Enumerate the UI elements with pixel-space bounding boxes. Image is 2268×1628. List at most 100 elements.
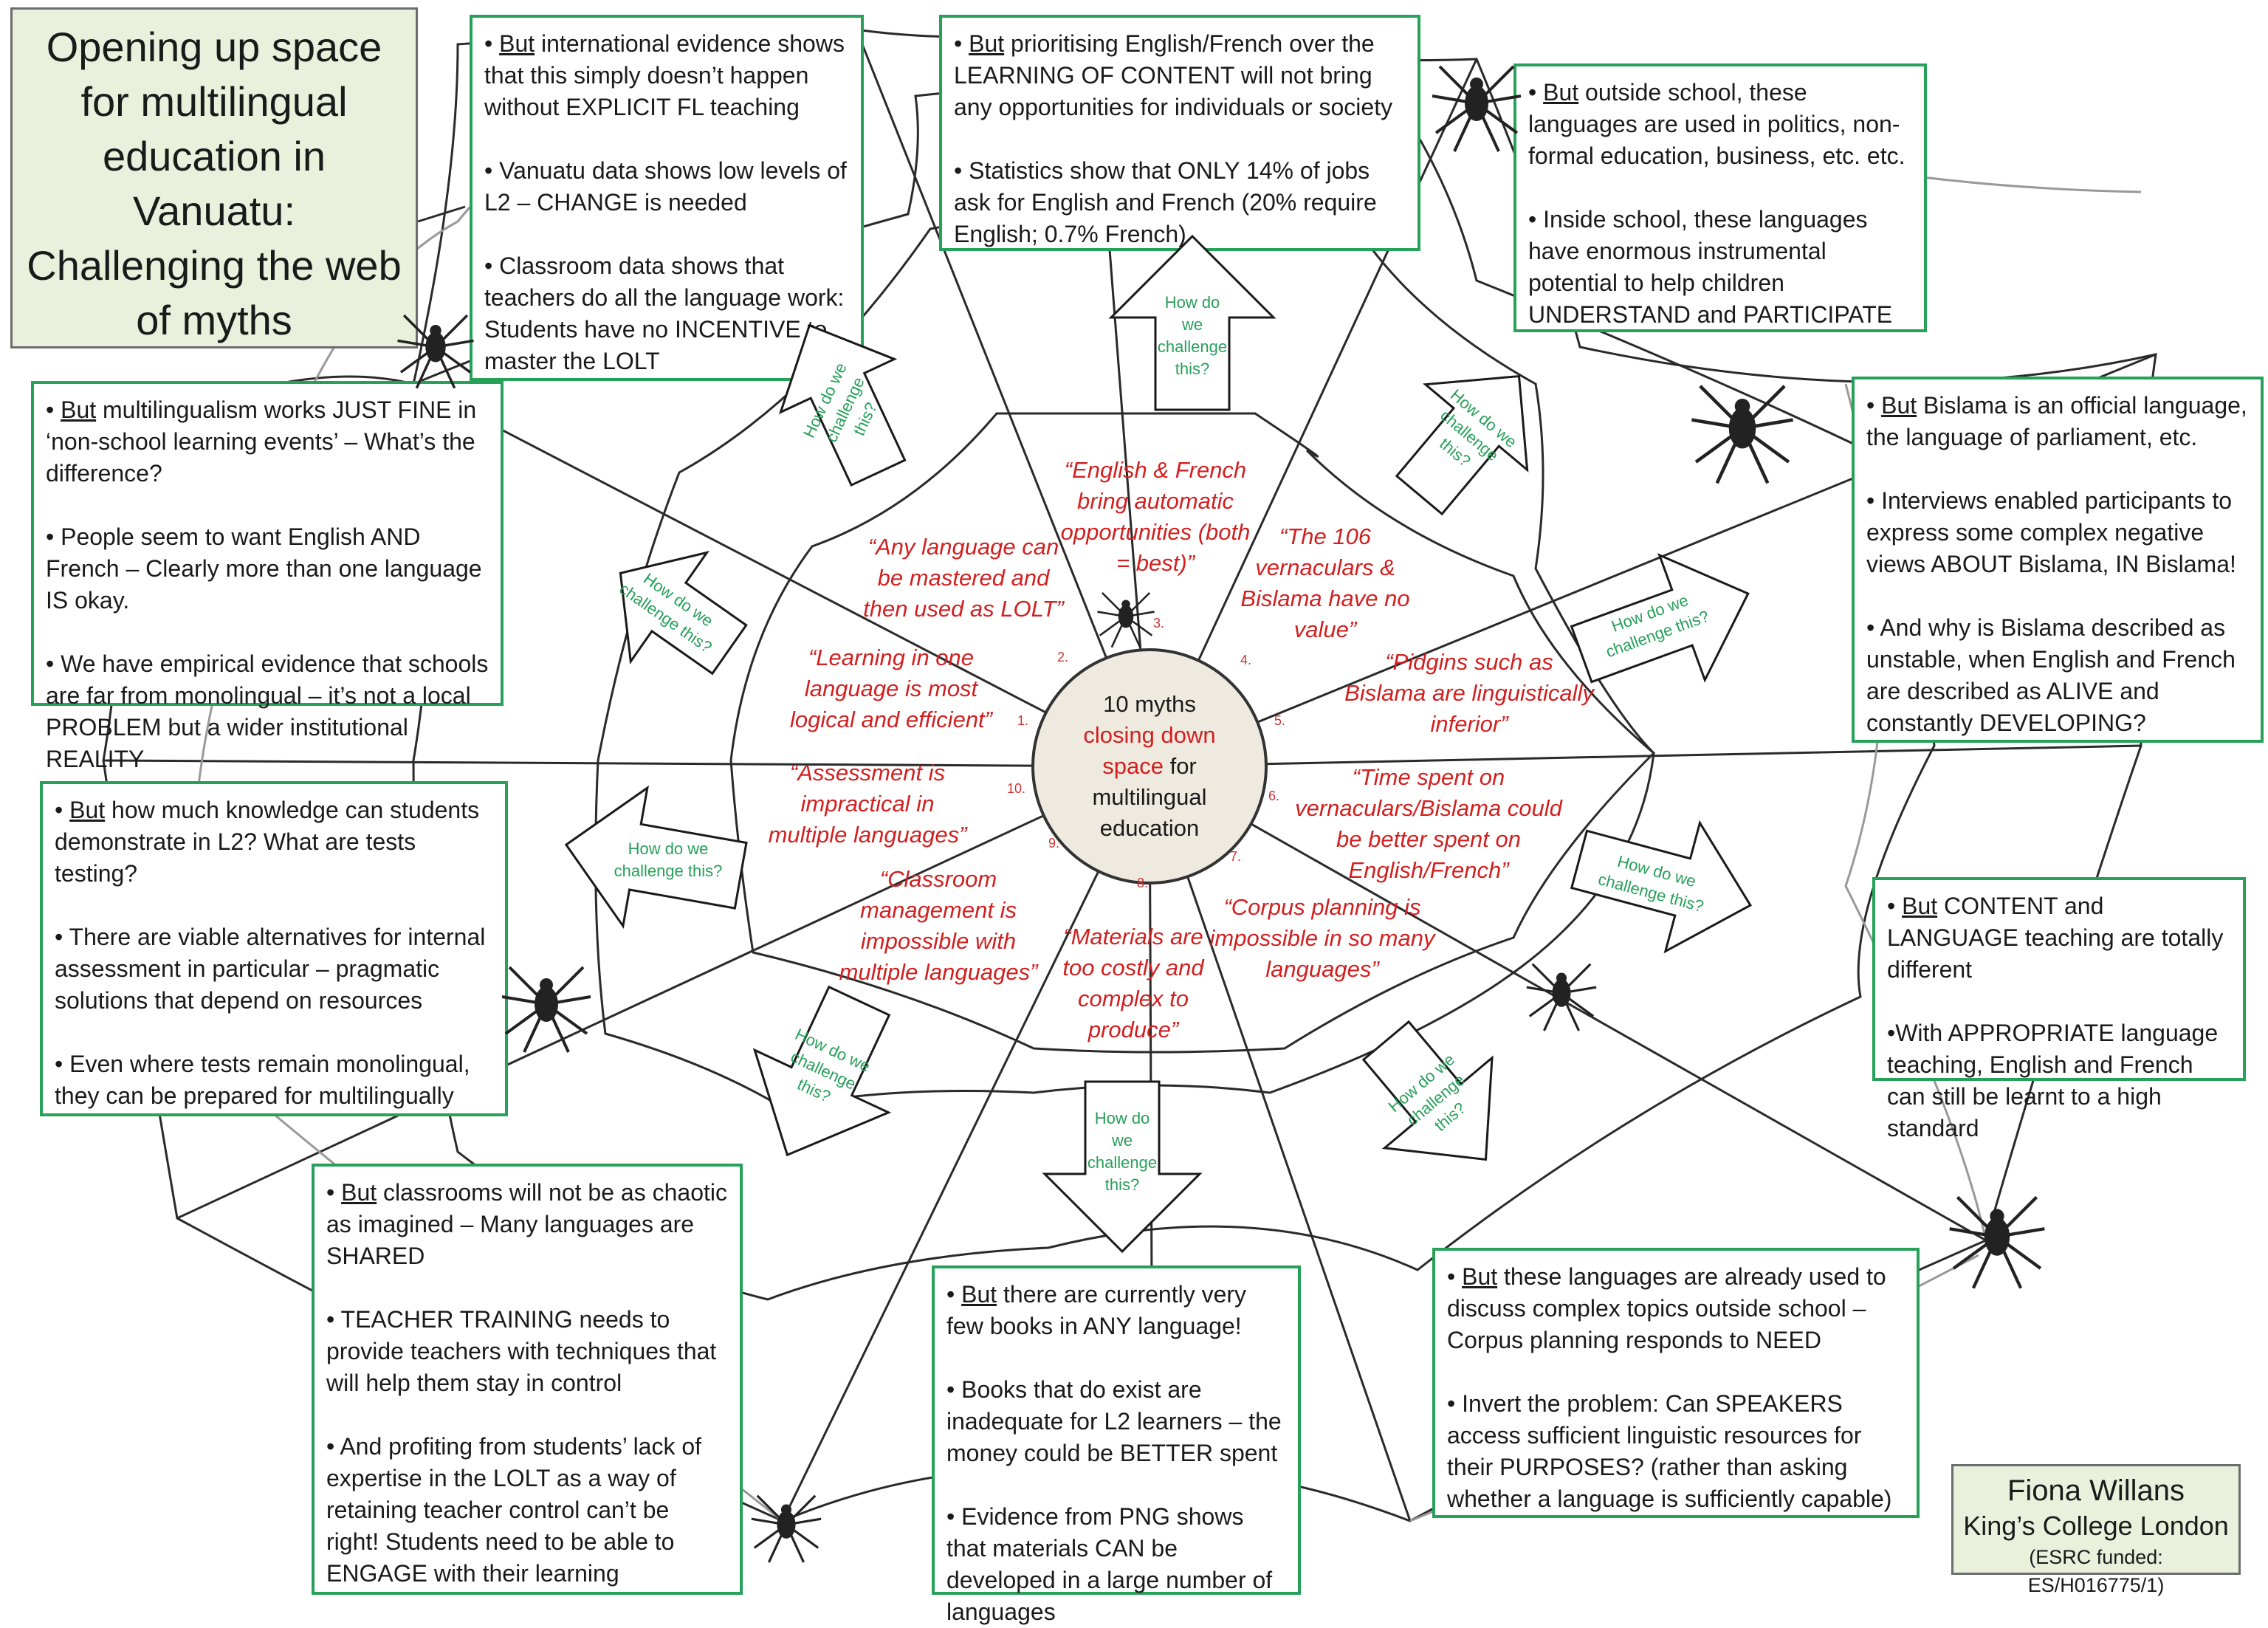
box-challenge-myth-8: • But there are currently very few books… — [932, 1265, 1301, 1625]
myth-number-5: 5. — [1274, 713, 1286, 728]
arrow-shape — [1395, 374, 1529, 516]
myth-number-7: 7. — [1230, 849, 1242, 864]
spider-icon — [1691, 385, 1793, 484]
paragraph-1: • But outside school, these languages ar… — [1528, 79, 1906, 169]
myth-5: “Pidgins such as Bislama are linguistica… — [1344, 649, 1594, 737]
box-challenge-myth-3: • But prioritising English/French over t… — [939, 15, 1420, 251]
spider-icon — [1949, 1195, 2045, 1289]
paragraph-2: • Invert the problem: Can SPEAKERS acces… — [1447, 1390, 1892, 1512]
arrow-shape — [778, 323, 907, 487]
but-keyword: But — [961, 1281, 997, 1308]
challenge-arrow-6: How do we challenge this? — [1570, 812, 1757, 954]
myth-number-9: 9. — [1048, 836, 1060, 851]
myth-2: “Any language can be mastered and then u… — [863, 534, 1064, 622]
poster-title: Opening up space for multilingual educat… — [10, 7, 418, 348]
paragraph-1: • But multilingualism works JUST FINE in… — [46, 396, 477, 487]
myth-4: “The 106 vernaculars & Bislama have no v… — [1240, 523, 1410, 642]
but-keyword: But — [69, 797, 106, 823]
myth-9: “Classroom management is impossible with… — [839, 866, 1038, 985]
box-challenge-myth-6: • But CONTENT and LANGUAGE teaching are … — [1872, 877, 2246, 1141]
paragraph-3: • Classroom data shows that teachers do … — [484, 253, 845, 374]
challenge-arrow-10: How do we challenge this? — [561, 783, 748, 938]
paragraph-2: •With APPROPRIATE language teaching, Eng… — [1887, 1020, 2219, 1141]
box-challenge-myth-9: • But classrooms will not be as chaotic … — [312, 1164, 743, 1595]
paragraph-3: • And profiting from students’ lack of e… — [326, 1433, 702, 1587]
challenge-arrow-5: How do we challenge this? — [1570, 553, 1757, 694]
but-keyword: But — [341, 1179, 377, 1206]
but-keyword: But — [969, 30, 1005, 57]
myth-1: “Learning in one language is most logica… — [790, 645, 992, 732]
paragraph-3: • We have empirical evidence that school… — [46, 650, 489, 772]
challenge-label: How do we challenge this? — [614, 839, 723, 880]
author-institution: King’s College London — [1963, 1511, 2229, 1541]
myth-3: “English & French bring automatic opport… — [1060, 457, 1251, 576]
challenge-arrow-8: How do we challenge this? — [1041, 1078, 1203, 1255]
spider-icon — [397, 314, 474, 389]
but-keyword: But — [1462, 1263, 1498, 1290]
paragraph-1: • But prioritising English/French over t… — [954, 30, 1393, 120]
box-challenge-myth-10: • But how much knowledge can students de… — [40, 781, 508, 1116]
box-challenge-myth-2: • But international evidence shows that … — [470, 15, 864, 381]
challenge-arrow-9: How do we challenge this? — [738, 985, 908, 1167]
paragraph-2: • Vanuatu data shows low levels of L2 – … — [484, 157, 847, 216]
myth-10: “Assessment is impractical in multiple l… — [768, 760, 967, 848]
arrow-shape — [1570, 553, 1750, 684]
paragraph-2: • Books that do exist are inadequate for… — [946, 1376, 1282, 1466]
paragraph-1: • But CONTENT and LANGUAGE teaching are … — [1887, 893, 2224, 983]
box-challenge-myth-4: • But outside school, these languages ar… — [1513, 63, 1927, 332]
box-challenge-myth-1: • But multilingualism works JUST FINE in… — [31, 381, 504, 772]
paragraph-2: • TEACHER TRAINING needs to provide teac… — [326, 1306, 717, 1396]
paragraph-2: • Inside school, these languages have en… — [1528, 206, 1893, 328]
but-keyword: But — [1902, 893, 1938, 919]
spider-icon — [1432, 65, 1522, 152]
but-keyword: But — [1543, 79, 1579, 106]
paragraph-3: • And why is Bislama described as unstab… — [1866, 614, 2236, 736]
paragraph-3: • Evidence from PNG shows that materials… — [946, 1503, 1273, 1625]
challenge-label: How do we challenge this? — [1157, 293, 1228, 378]
spider-icon — [501, 966, 591, 1053]
spider-icon — [1097, 591, 1155, 648]
spider-icon — [1526, 963, 1597, 1031]
arrow-shape — [564, 785, 748, 930]
arrow-shape — [1570, 820, 1753, 954]
myth-number-1: 1. — [1017, 713, 1029, 728]
paragraph-2: • Statistics show that ONLY 14% of jobs … — [954, 157, 1377, 247]
paragraph-2: • Interviews enabled participants to exp… — [1866, 487, 2236, 577]
author-box: Fiona Willans King’s College London (ESR… — [1951, 1464, 2241, 1596]
challenge-arrow-4: How do we challenge this? — [1388, 354, 1550, 517]
challenge-arrow-3: How do we challenge this? — [1107, 234, 1277, 413]
spider-icon — [751, 1494, 822, 1563]
arrow-shape — [619, 551, 748, 676]
arrow-shape — [752, 985, 892, 1157]
challenge-arrow-7: How do we challenge this? — [1351, 1019, 1521, 1181]
myth-number-2: 2. — [1057, 650, 1069, 664]
myth-8: “Materials are too costly and complex to… — [1062, 924, 1204, 1043]
paragraph-3: • Even where tests remain monolingual, t… — [55, 1051, 470, 1109]
paragraph-2: • People seem to want English AND French… — [46, 523, 482, 614]
paragraph-2: • There are viable alternatives for inte… — [55, 924, 486, 1014]
myth-number-6: 6. — [1268, 789, 1280, 803]
myth-7: “Corpus planning is impossible in so man… — [1209, 894, 1435, 982]
paragraph-1: • But there are currently very few books… — [946, 1281, 1247, 1339]
but-keyword: But — [499, 30, 535, 57]
paragraph-1: • But classrooms will not be as chaotic … — [326, 1179, 727, 1269]
paragraph-1: • But these languages are already used t… — [1447, 1263, 1886, 1353]
arrow-shape — [1108, 234, 1276, 411]
funding-note: (ESRC funded: ES/H016775/1) — [2027, 1546, 2165, 1596]
but-keyword: But — [1881, 392, 1917, 419]
but-keyword: But — [61, 396, 97, 423]
central-hub: 10 myths closing down space for multilin… — [1031, 648, 1268, 885]
challenge-label: How do we challenge this? — [1087, 1109, 1158, 1194]
author-name: Fiona Willans — [2007, 1474, 2185, 1507]
myth-number-4: 4. — [1240, 653, 1252, 667]
myth-number-10: 10. — [1007, 781, 1026, 796]
paragraph-1: • But how much knowledge can students de… — [55, 797, 480, 887]
box-challenge-myth-7: • But these languages are already used t… — [1432, 1248, 1920, 1518]
box-challenge-myth-5: • But Bislama is an official language, t… — [1852, 377, 2264, 743]
paragraph-1: • But Bislama is an official language, t… — [1866, 392, 2247, 450]
myth-number-8: 8. — [1137, 876, 1149, 890]
myth-6: “Time spent on vernaculars/Bislama could… — [1295, 764, 1562, 883]
arrow-shape — [1042, 1080, 1203, 1254]
arrow-shape — [1361, 1020, 1494, 1161]
myth-number-3: 3. — [1153, 616, 1165, 631]
